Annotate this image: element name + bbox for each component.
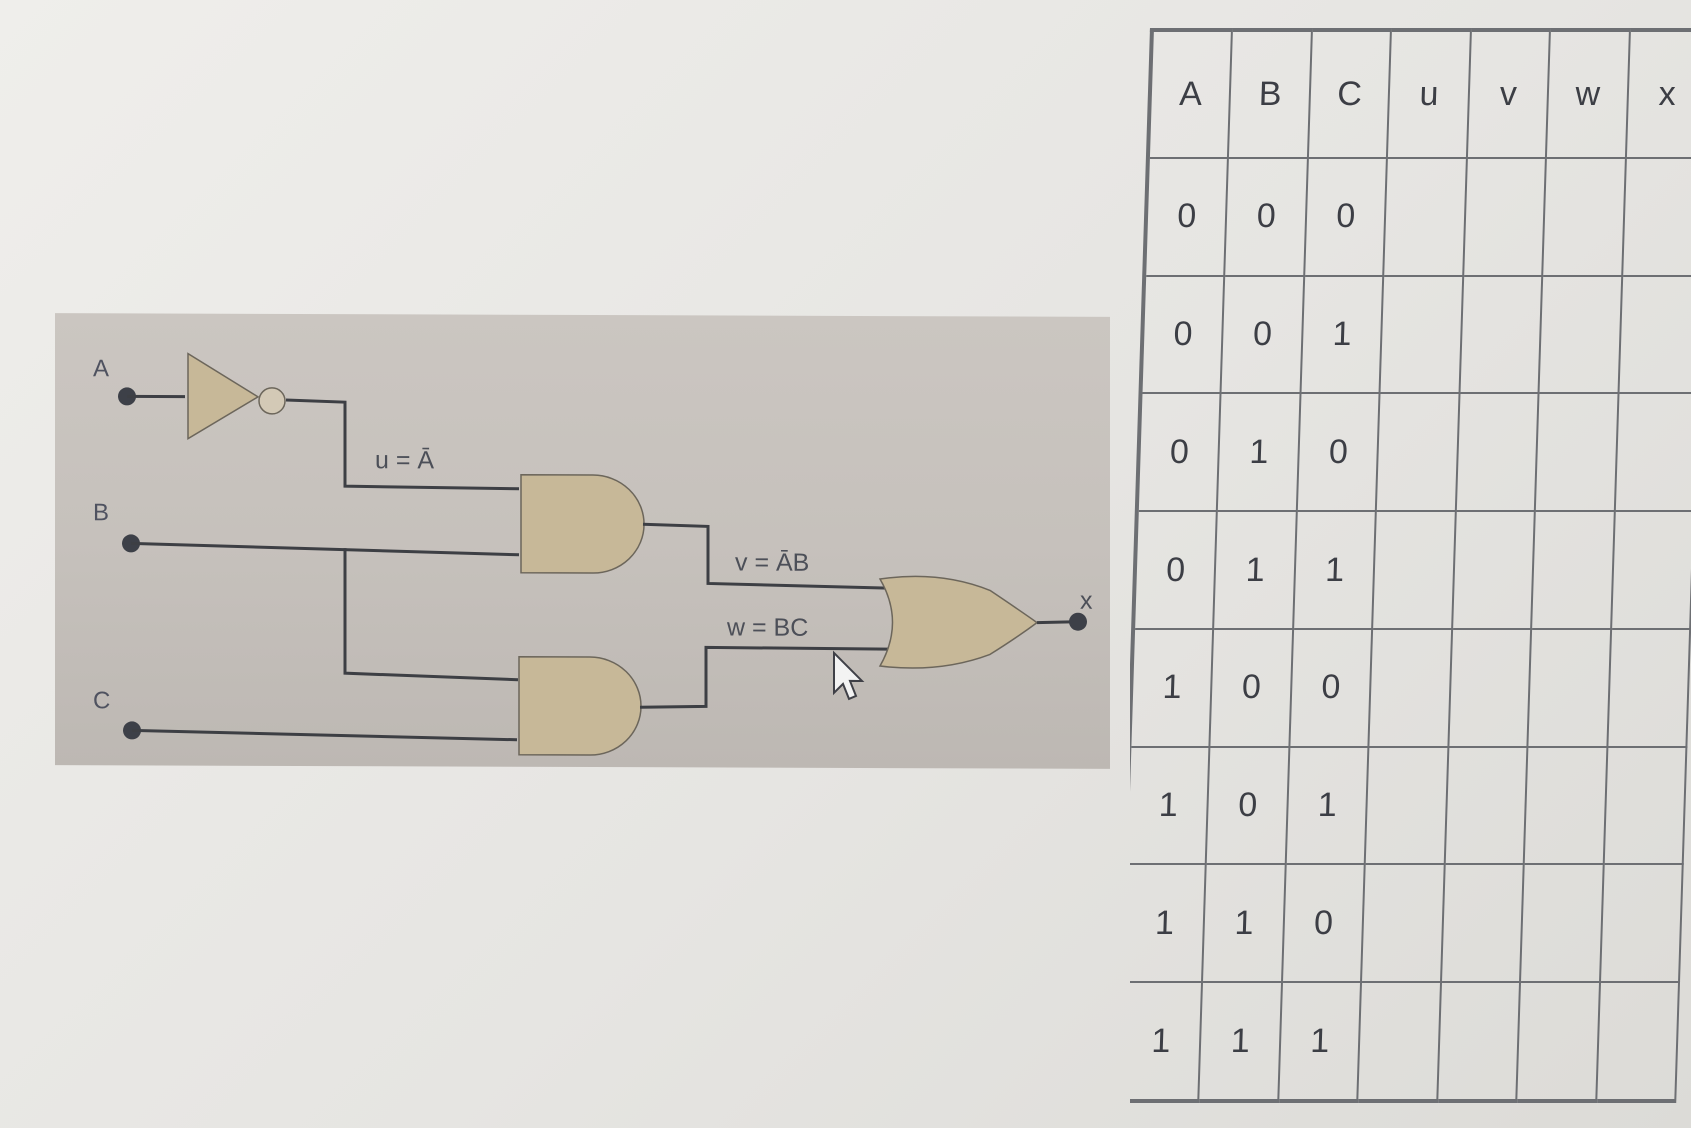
terminal-x (1069, 612, 1087, 631)
cell-b: 0 (1206, 746, 1290, 865)
terminal-c (123, 721, 141, 740)
not-gate-bubble (258, 387, 286, 415)
cell-a: 1 (1130, 982, 1203, 1101)
cell-x (1599, 864, 1683, 983)
cell-c: 0 (1304, 158, 1388, 276)
wire-u (285, 398, 520, 491)
table-row: 1 0 0 (1130, 628, 1691, 747)
cell-c: 0 (1281, 864, 1366, 983)
cell-a: 0 (1140, 275, 1225, 394)
logic-circuit-diagram: A B C u = Ā v = (55, 313, 1110, 769)
and-gate-1 (520, 474, 645, 574)
wire-label-w: w = BC (726, 614, 808, 642)
cell-c: 0 (1296, 393, 1380, 512)
cell-b: 0 (1224, 158, 1308, 276)
wire-v (642, 522, 889, 590)
cell-x (1614, 393, 1691, 512)
cell-c: 1 (1293, 511, 1377, 629)
input-label-b: B (93, 499, 109, 526)
table-row: 1 1 0 (1130, 864, 1683, 983)
input-label-c: C (93, 687, 110, 714)
wire-b (130, 541, 520, 557)
cell-w (1516, 982, 1600, 1101)
cell-u (1368, 628, 1452, 747)
wire-label-v: v = ĀB (735, 549, 809, 577)
terminal-b (122, 534, 140, 553)
table-row: 1 0 1 (1130, 746, 1687, 865)
cell-a: 1 (1130, 864, 1207, 983)
or-gate (878, 575, 1039, 669)
cell-w (1542, 158, 1626, 276)
and-gate-2 (518, 656, 642, 756)
wire-b-branch (343, 548, 519, 682)
truth-table-container: A B C u v w x 0 0 0 0 0 1 (1130, 28, 1691, 1108)
cell-a: 0 (1133, 511, 1218, 629)
cell-b: 1 (1217, 393, 1301, 512)
cell-u (1372, 511, 1456, 629)
cell-c: 1 (1285, 746, 1369, 865)
cell-x (1621, 158, 1691, 276)
header-a: A (1147, 30, 1233, 158)
cell-u (1379, 275, 1464, 394)
cell-a: 0 (1136, 393, 1221, 512)
cell-v (1448, 628, 1532, 747)
cell-v (1451, 511, 1535, 629)
cell-u (1365, 746, 1449, 865)
cell-b: 0 (1209, 628, 1294, 747)
cell-a: 1 (1130, 628, 1214, 747)
truth-table: A B C u v w x 0 0 0 0 0 1 (1130, 28, 1691, 1103)
cell-u (1357, 982, 1441, 1101)
cell-w (1531, 511, 1615, 629)
cell-c: 1 (1300, 275, 1384, 394)
cell-v (1459, 275, 1543, 394)
table-row: 1 1 1 (1130, 982, 1680, 1101)
header-x: x (1625, 30, 1691, 158)
cell-a: 0 (1144, 158, 1229, 276)
cell-w (1523, 746, 1608, 865)
cell-u (1361, 864, 1445, 983)
circuit-svg: A B C u = Ā v = (93, 352, 1093, 756)
header-v: v (1466, 30, 1551, 158)
cell-a: 1 (1130, 746, 1210, 865)
table-row: 0 0 1 (1140, 275, 1691, 394)
cell-v (1440, 864, 1524, 983)
header-c: C (1307, 30, 1392, 158)
header-u: u (1387, 30, 1471, 158)
cell-c: 1 (1278, 982, 1362, 1101)
table-row: 0 0 0 (1144, 158, 1691, 276)
cell-x (1607, 628, 1691, 747)
cell-v (1444, 746, 1528, 865)
input-label-a: A (93, 355, 109, 382)
table-row: 0 1 1 (1133, 511, 1691, 629)
table-row: 0 1 0 (1136, 393, 1691, 512)
cell-b: 1 (1213, 511, 1297, 629)
not-gate (187, 352, 260, 440)
cell-c: 0 (1289, 628, 1373, 747)
cell-w (1534, 393, 1619, 512)
cell-b: 0 (1220, 275, 1305, 394)
truth-table-header-row: A B C u v w x (1147, 30, 1691, 158)
cell-x (1618, 275, 1691, 394)
header-b: B (1228, 30, 1312, 158)
cell-u (1376, 393, 1460, 512)
cell-w (1538, 275, 1622, 394)
cell-v (1455, 393, 1539, 512)
cell-x (1595, 982, 1680, 1101)
cell-v (1437, 982, 1521, 1101)
cell-b: 1 (1202, 864, 1286, 983)
output-label-x: x (1080, 587, 1093, 615)
cell-b: 1 (1198, 982, 1282, 1101)
mouse-cursor-icon (833, 650, 865, 701)
cell-v (1463, 158, 1547, 276)
header-w: w (1546, 30, 1630, 158)
cell-u (1383, 158, 1467, 276)
wire-c (131, 728, 518, 742)
wire-w (639, 645, 889, 709)
cell-w (1520, 864, 1604, 983)
cell-w (1527, 628, 1611, 747)
cell-x (1603, 746, 1687, 865)
cell-x (1610, 511, 1691, 629)
wire-label-u: u = Ā (375, 446, 434, 474)
